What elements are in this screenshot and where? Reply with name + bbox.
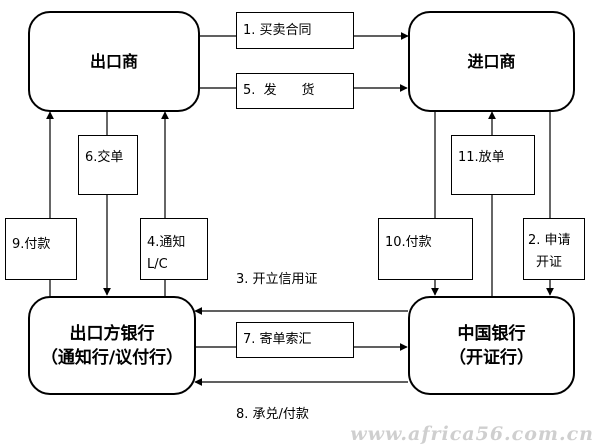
boc-node: 中国银行 （开证行） xyxy=(408,296,575,395)
step-11-release-documents: 11.放单 xyxy=(451,135,535,195)
step-7-send-documents: 7. 寄单索汇 xyxy=(236,322,354,358)
step-6-present-documents: 6.交单 xyxy=(78,135,138,195)
exporter-bank-node: 出口方银行 （通知行/议付行） xyxy=(28,296,196,395)
step-2-apply-lc: 2. 申请 开证 xyxy=(523,218,585,280)
boc-label: 中国银行 xyxy=(457,323,526,344)
importer-label: 进口商 xyxy=(467,51,516,71)
boc-role: （开证行） xyxy=(449,347,534,368)
step-5-shipment: 5. 发 货 xyxy=(236,73,354,109)
step-4-advise-lc: 4.通知 L/C xyxy=(140,218,208,280)
step-10-payment: 10.付款 xyxy=(378,218,473,280)
step-9-payment: 9.付款 xyxy=(5,218,77,280)
step-8-accept-pay: 8. 承兑/付款 xyxy=(236,407,309,422)
exporter-label: 出口商 xyxy=(89,51,138,71)
watermark-text: www.africa56.com.cn xyxy=(350,423,594,445)
exporter-node: 出口商 xyxy=(28,11,200,112)
step-3-issue-lc: 3. 开立信用证 xyxy=(236,272,318,287)
step-1-contract: 1. 买卖合同 xyxy=(236,12,354,49)
exporter-bank-role: （通知行/议付行） xyxy=(40,347,184,368)
importer-node: 进口商 xyxy=(408,11,575,112)
exporter-bank-label: 出口方银行 xyxy=(69,323,155,344)
